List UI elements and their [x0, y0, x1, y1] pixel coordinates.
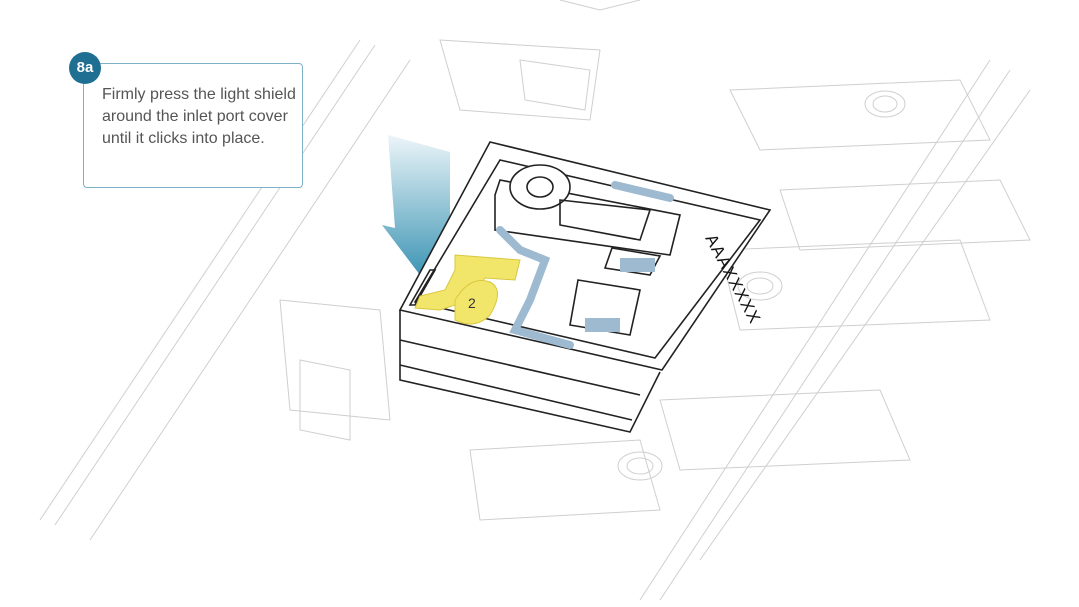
fluid-channels — [496, 181, 674, 349]
light-shield-highlight — [414, 254, 521, 325]
detection-window — [620, 258, 655, 272]
instrument-housing — [39, 0, 1031, 601]
step-badge: 8a — [69, 52, 101, 84]
cartridge — [398, 141, 772, 433]
instruction-callout: Firmly press the light shield around the… — [83, 63, 303, 188]
detection-window — [585, 318, 620, 332]
instruction-text: Firmly press the light shield around the… — [102, 86, 296, 147]
highlight-number: 2 — [468, 295, 476, 311]
